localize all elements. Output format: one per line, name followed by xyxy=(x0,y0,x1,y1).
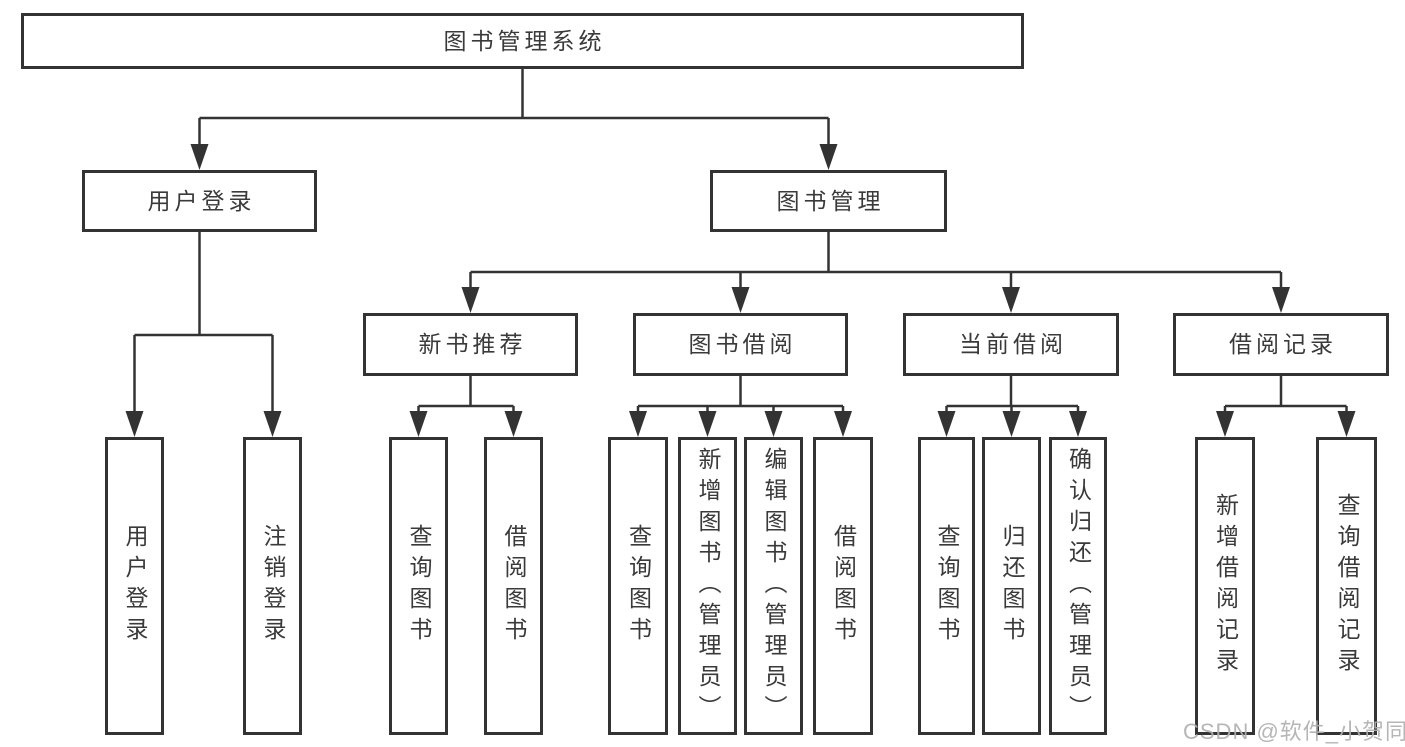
arrowhead xyxy=(834,411,852,437)
leaf-recommend-query-books: 查询图书 xyxy=(389,437,448,735)
leaf-add-borrow-record: 新增借阅记录 xyxy=(1195,437,1255,735)
arrowhead xyxy=(1216,411,1234,437)
node-user-login: 用户登录 xyxy=(82,170,317,232)
arrowhead xyxy=(1002,287,1020,313)
arrowhead xyxy=(190,144,209,170)
leaf-borrow-query-books: 查询图书 xyxy=(608,437,668,735)
leaf-user-login: 用户登录 xyxy=(105,437,164,735)
arrowhead xyxy=(504,411,523,437)
leaf-logout: 注销登录 xyxy=(243,437,302,735)
leaf-borrow-books: 借阅图书 xyxy=(813,437,873,735)
node-current-borrow: 当前借阅 xyxy=(903,313,1119,376)
leaf-add-books-admin: 新增图书（管理员） xyxy=(678,437,737,735)
node-root-system: 图书管理系统 xyxy=(21,13,1024,69)
arrowhead xyxy=(125,411,144,437)
leaf-edit-books-admin: 编辑图书（管理员） xyxy=(744,437,803,735)
arrowhead xyxy=(1069,411,1087,437)
leaf-recommend-borrow-books: 借阅图书 xyxy=(484,437,543,735)
arrowhead xyxy=(819,144,838,170)
arrowhead xyxy=(1272,287,1290,313)
leaf-confirm-return-admin: 确认归还（管理员） xyxy=(1049,437,1107,735)
arrowhead xyxy=(731,287,750,313)
node-borrow-records: 借阅记录 xyxy=(1173,313,1389,376)
arrowhead xyxy=(629,411,647,437)
node-book-borrow: 图书借阅 xyxy=(633,313,848,376)
node-book-management: 图书管理 xyxy=(710,170,947,232)
arrowhead xyxy=(937,411,956,437)
arrowhead xyxy=(461,287,480,313)
arrowhead xyxy=(409,411,428,437)
arrowhead xyxy=(263,411,282,437)
node-new-book-recommend: 新书推荐 xyxy=(363,313,578,376)
arrowhead xyxy=(1002,411,1021,437)
arrowhead xyxy=(764,411,783,437)
arrowhead xyxy=(698,411,717,437)
leaf-query-borrow-record: 查询借阅记录 xyxy=(1316,437,1377,735)
leaf-current-query-books: 查询图书 xyxy=(918,437,975,735)
arrowhead xyxy=(1337,411,1356,437)
arrowheads xyxy=(125,144,1356,437)
leaf-return-books: 归还图书 xyxy=(982,437,1041,735)
csdn-watermark: CSDN @软件_小贺同学 xyxy=(1183,719,1405,744)
